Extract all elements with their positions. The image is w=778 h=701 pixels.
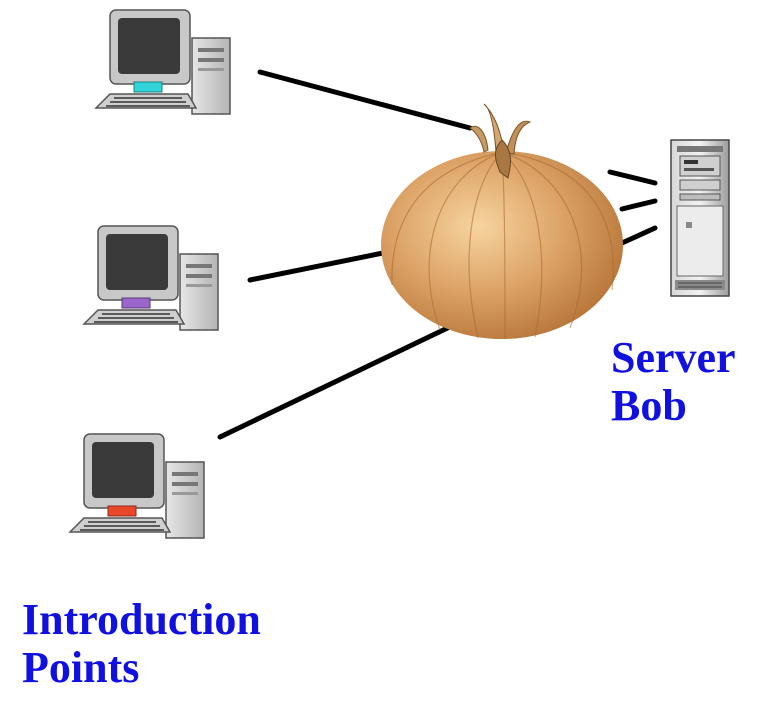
server-tower-icon <box>670 139 730 297</box>
line-onion-server-3 <box>619 225 658 246</box>
line-computer-2-onion <box>247 249 391 283</box>
line-computer-3-onion <box>217 319 463 440</box>
server-label-line-2: Bob <box>611 381 687 430</box>
line-computer-1-onion <box>257 69 473 131</box>
connection-lines <box>217 69 658 440</box>
desktop-computer-icon <box>68 433 205 539</box>
introduction-points-label: Introduction Points <box>22 596 261 692</box>
desktop-computer-icon <box>82 225 219 331</box>
desktop-computer-icon <box>94 9 231 115</box>
server-label-line-1: Server <box>611 333 736 382</box>
intro-label-line-1: Introduction <box>22 595 261 644</box>
line-onion-server-2 <box>619 198 658 212</box>
server-bob-label: Server Bob <box>611 334 736 430</box>
line-onion-server-1 <box>607 169 658 186</box>
onion-icon <box>381 103 623 340</box>
intro-label-line-2: Points <box>22 643 140 692</box>
